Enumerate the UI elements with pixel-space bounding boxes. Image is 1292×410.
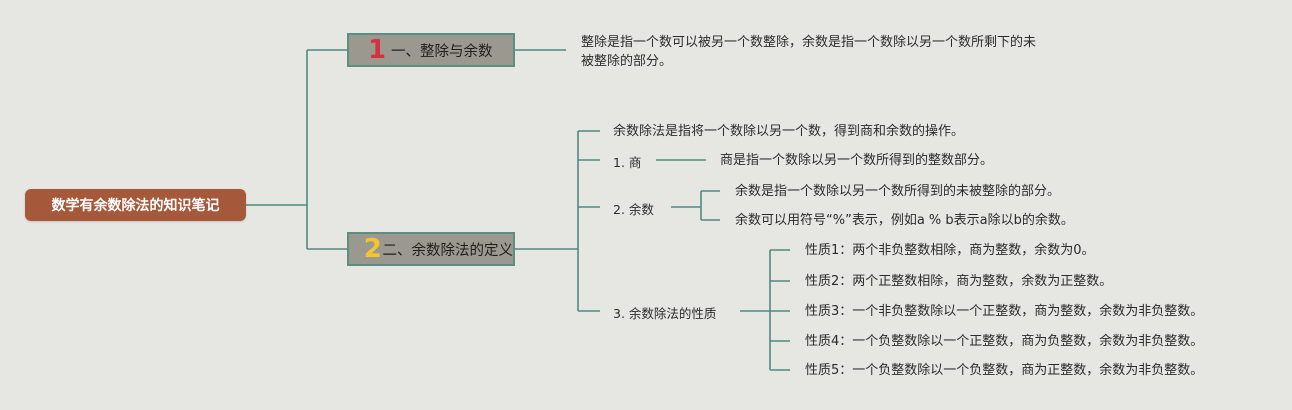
branch-2-label: 二、余数除法的定义 [382,242,514,259]
property-3: 性质3：一个非负整数除以一个正整数，商为整数，余数为非负整数。 [805,304,1204,319]
branch-1-definition: 整除是指一个数可以被另一个数整除，余数是指一个数除以另一个数所剩下的未 被整除的… [581,33,1036,71]
property-4: 性质4：一个负整数除以一个正整数，商为负整数，余数为非负整数。 [805,334,1204,349]
branch-1-node: 1 一、整除与余数 [347,33,515,67]
definition-line-1: 整除是指一个数可以被另一个数整除，余数是指一个数除以另一个数所剩下的未 [581,35,1037,50]
division-intro: 余数除法是指将一个数除以另一个数，得到商和余数的操作。 [613,124,965,139]
quotient-detail: 商是指一个数除以另一个数所得到的整数部分。 [720,153,994,168]
definition-line-2: 被整除的部分。 [581,54,673,69]
properties-label: 3. 余数除法的性质 [613,306,717,321]
branch-2-node: 2 二、余数除法的定义 [347,232,515,266]
property-5: 性质5：一个负整数除以一个负整数，商为正整数，余数为非负整数。 [805,363,1204,378]
quotient-label: 1. 商 [613,155,642,170]
branch-1-label: 一、整除与余数 [391,43,493,60]
property-1: 性质1：两个非负整数相除，商为整数，余数为0。 [805,243,1095,258]
remainder-label: 2. 余数 [613,202,654,217]
root-topic: 数学有余数除法的知识笔记 [25,189,246,221]
property-2: 性质2：两个正整数相除，商为整数，余数为正整数。 [805,274,1113,289]
remainder-detail-1: 余数是指一个数除以另一个数所得到的未被整除的部分。 [735,184,1061,199]
number-2-badge: 2 [363,234,382,264]
remainder-detail-2: 余数可以用符号“%”表示，例如a % b表示a除以b的余数。 [735,213,1074,228]
number-1-badge: 1 [367,35,387,65]
